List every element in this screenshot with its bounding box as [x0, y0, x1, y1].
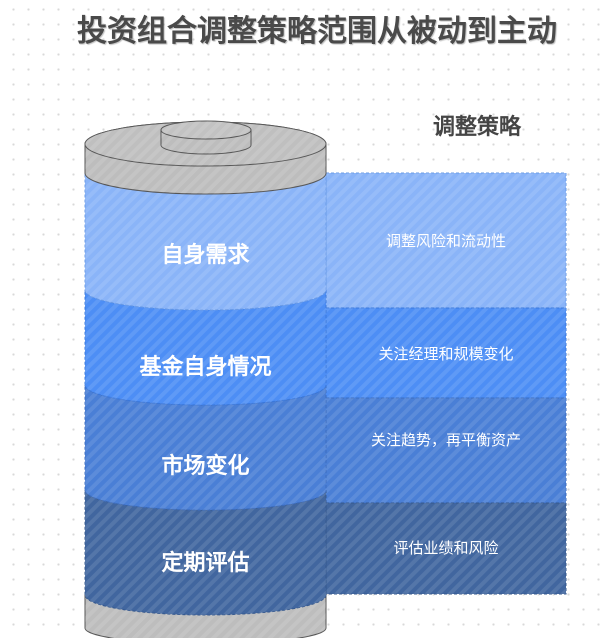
cylinder-layer-2 — [84, 289, 327, 406]
strategy-panel — [325, 172, 567, 595]
cylinder-layer-1 — [84, 172, 327, 311]
strategy-text-2: 关注经理和规模变化 — [378, 345, 514, 363]
layer-label-4: 定期评估 — [161, 551, 250, 576]
cylinder-layer-3 — [84, 384, 327, 511]
strategy-text-3: 关注趋势，再平衡资产 — [370, 431, 521, 449]
layer-label-3: 市场变化 — [161, 454, 250, 479]
cylinder-top-cap — [84, 121, 327, 195]
battery-terminal — [160, 120, 252, 155]
layer-label-2: 基金自身情况 — [139, 355, 272, 380]
strategy-text-4: 评估业绩和风险 — [393, 539, 499, 557]
strategy-column-heading: 调整策略 — [433, 115, 522, 140]
layer-label-1: 自身需求 — [161, 243, 250, 268]
page-title: 投资组合调整策略范围从被动到主动 — [77, 14, 557, 49]
strategy-text-1: 调整风险和流动性 — [385, 232, 506, 250]
cylinder-layer-4 — [84, 489, 327, 616]
